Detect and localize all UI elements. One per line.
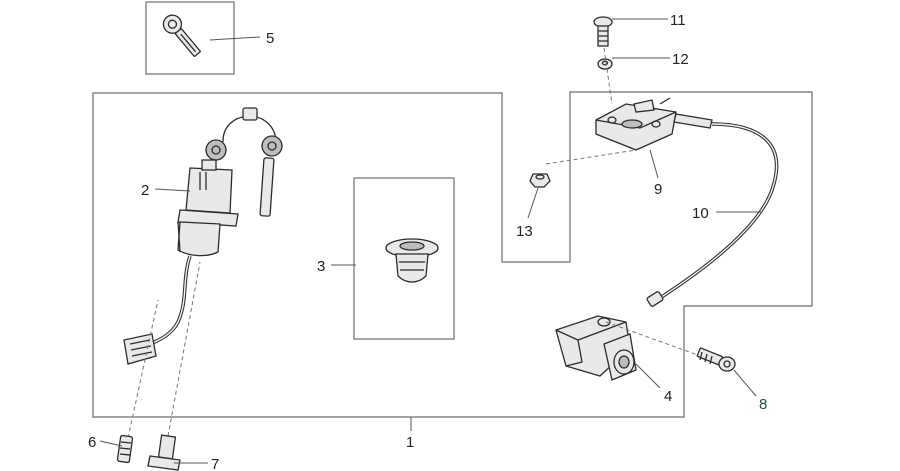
- washer-part: [597, 58, 613, 70]
- callout-3: 3: [317, 258, 325, 275]
- fuel-cap-part: [385, 238, 439, 283]
- callout-5: 5: [266, 30, 274, 47]
- callout-13: 13: [516, 223, 533, 240]
- ignition-switch-part: [123, 107, 283, 365]
- leader-6: [99, 440, 123, 447]
- release-cable-part: [646, 113, 779, 307]
- main-assembly-frame: [92, 91, 813, 418]
- callout-10: 10: [692, 205, 709, 222]
- callout-2: 2: [141, 182, 149, 199]
- bolt-part-8: [696, 347, 736, 372]
- leader-13: [527, 187, 539, 219]
- callout-6: 6: [88, 434, 96, 451]
- leader-5: [209, 36, 261, 41]
- leader-8: [733, 369, 757, 397]
- callout-8: 8: [759, 396, 767, 413]
- bracket-part: [595, 97, 677, 151]
- nut-part: [529, 173, 551, 188]
- leader-4: [635, 363, 661, 389]
- lock-mechanism-part: [555, 315, 637, 381]
- key-inset-frame: [145, 1, 235, 75]
- screw-part-11: [593, 16, 613, 47]
- grub-screw-part: [116, 434, 134, 464]
- callout-7: 7: [211, 456, 219, 471]
- bolt-part: [147, 434, 181, 471]
- callout-12: 12: [672, 51, 689, 68]
- assembly-line-8: [605, 321, 707, 359]
- leader-9: [649, 149, 659, 179]
- callout-1: 1: [406, 434, 414, 451]
- callout-4: 4: [664, 388, 672, 405]
- leader-2: [154, 188, 191, 192]
- callout-11: 11: [670, 12, 686, 29]
- assembly-line-6: [127, 299, 159, 439]
- key-part: [162, 14, 201, 57]
- callout-9: 9: [654, 181, 662, 198]
- assembly-line-7: [167, 261, 201, 437]
- fuel-cap-inset-frame: [353, 177, 455, 340]
- assembly-line-9: [545, 149, 637, 165]
- assembly-line-11: [603, 47, 613, 105]
